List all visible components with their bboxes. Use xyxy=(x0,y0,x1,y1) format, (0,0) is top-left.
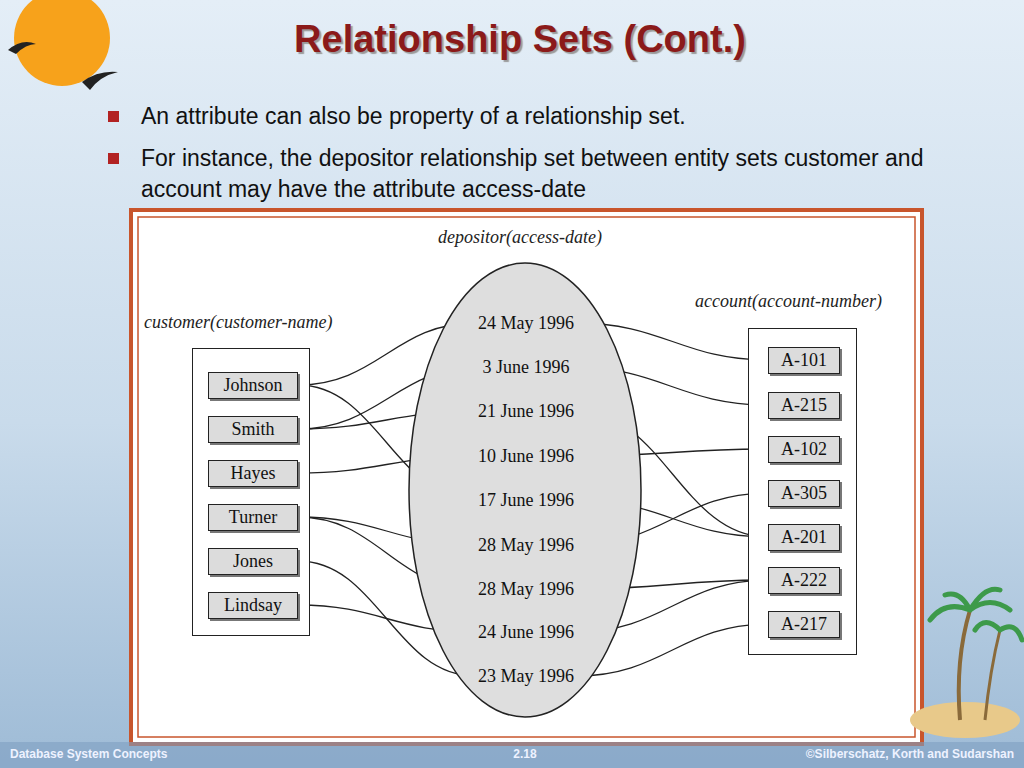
entity-box: A-217 xyxy=(768,611,840,638)
entity-box: A-201 xyxy=(768,524,840,551)
entity-name: Turner xyxy=(229,507,277,528)
entity-name: A-222 xyxy=(781,570,827,591)
attribute-value: 17 June 1996 xyxy=(475,490,577,511)
attribute-value: 3 June 1996 xyxy=(480,357,573,378)
set-heading: depositor(access-date) xyxy=(438,227,602,248)
bullet-text: For instance, the depositor relationship… xyxy=(141,143,931,205)
attribute-value: 28 May 1996 xyxy=(475,579,577,600)
entity-box: Lindsay xyxy=(208,592,298,619)
date-text: 28 May 1996 xyxy=(478,535,574,555)
entity-box: Hayes xyxy=(208,460,298,487)
date-text: 24 May 1996 xyxy=(478,313,574,333)
date-text: 17 June 1996 xyxy=(478,490,574,510)
entity-box: A-215 xyxy=(768,392,840,419)
entity-box: Turner xyxy=(208,504,298,531)
entity-name: A-102 xyxy=(781,439,827,460)
frame-outer xyxy=(131,210,922,744)
entity-set-box: account(account-number)A-101A-215A-102A-… xyxy=(748,328,857,655)
palm-trunk xyxy=(985,630,1000,720)
entity-name: Smith xyxy=(231,419,274,440)
bullet-square xyxy=(108,153,119,164)
date-text: 10 June 1996 xyxy=(478,446,574,466)
island xyxy=(910,702,1020,738)
date-text: 28 May 1996 xyxy=(478,579,574,599)
entity-name: A-215 xyxy=(781,395,827,416)
frame-inner xyxy=(138,217,915,737)
entity-box: A-101 xyxy=(768,347,840,374)
entity-box: Johnson xyxy=(208,372,298,399)
footer-text: 2.18 xyxy=(513,747,536,761)
attribute-value: 23 May 1996 xyxy=(475,666,577,687)
attribute-value: 21 June 1996 xyxy=(475,401,577,422)
entity-name: A-201 xyxy=(781,527,827,548)
entity-box: A-305 xyxy=(768,480,840,507)
footer-text: ©Silberschatz, Korth and Sudarshan xyxy=(806,747,1014,761)
entity-box: Jones xyxy=(208,548,298,575)
attribute-value: 10 June 1996 xyxy=(475,446,577,467)
entity-name: Johnson xyxy=(223,375,282,396)
palm-leaves xyxy=(930,589,1022,640)
set-heading: account(account-number) xyxy=(695,291,882,312)
attribute-value: 24 June 1996 xyxy=(475,622,577,643)
bird-icon xyxy=(8,42,36,54)
relationship-ellipse: depositor(access-date)24 May 19963 June … xyxy=(408,262,642,718)
entity-set-box: customer(customer-name)JohnsonSmithHayes… xyxy=(192,348,310,636)
entity-box: Smith xyxy=(208,416,298,443)
entity-box: A-102 xyxy=(768,436,840,463)
bullet-text: An attribute can also be property of a r… xyxy=(141,101,941,132)
footer-text: Database System Concepts xyxy=(10,747,167,761)
entity-box: A-222 xyxy=(768,567,840,594)
entity-name: A-305 xyxy=(781,483,827,504)
entity-name: A-217 xyxy=(781,614,827,635)
footer-band xyxy=(0,742,1024,768)
entity-name: Jones xyxy=(233,551,273,572)
date-text: 21 June 1996 xyxy=(478,401,574,421)
bullet-square xyxy=(108,111,119,122)
date-text: 23 May 1996 xyxy=(478,666,574,686)
attribute-value: 24 May 1996 xyxy=(475,313,577,334)
entity-name: A-101 xyxy=(781,350,827,371)
date-text: 3 June 1996 xyxy=(483,357,570,377)
set-heading: customer(customer-name) xyxy=(144,312,333,333)
slide-title: Relationship Sets (Cont.) xyxy=(0,18,1024,61)
attribute-value: 28 May 1996 xyxy=(475,535,577,556)
date-text: 24 June 1996 xyxy=(478,622,574,642)
entity-name: Hayes xyxy=(231,463,276,484)
palm-trunk xyxy=(959,610,970,720)
bird-icon xyxy=(82,72,118,90)
entity-name: Lindsay xyxy=(224,595,282,616)
